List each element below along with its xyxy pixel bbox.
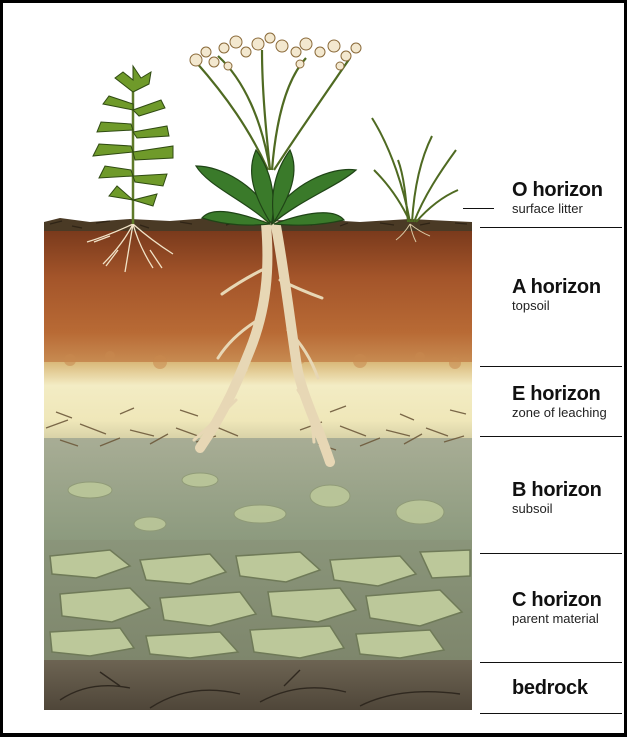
o-horizon-leader-line [463, 208, 494, 209]
a-horizon-description: topsoil [512, 299, 601, 312]
c-horizon-label: C horizon parent material [512, 590, 602, 625]
c-horizon-title: C horizon [512, 590, 602, 610]
e-horizon-layer [44, 362, 472, 440]
c-horizon-description: parent material [512, 612, 602, 625]
middle-plant [190, 33, 361, 225]
a-e-boundary-line [480, 366, 622, 367]
o-horizon-description: surface litter [512, 202, 603, 215]
b-c-boundary-line [480, 553, 622, 554]
o-a-boundary-line [480, 227, 622, 228]
b-horizon-description: subsoil [512, 502, 602, 515]
b-horizon-title: B horizon [512, 480, 602, 500]
e-horizon-description: zone of leaching [512, 406, 607, 419]
o-horizon-title: O horizon [512, 180, 603, 200]
a-horizon-label: A horizon topsoil [512, 277, 601, 312]
left-plant [93, 66, 173, 224]
right-grass [372, 118, 458, 222]
e-horizon-label: E horizon zone of leaching [512, 384, 607, 419]
e-b-boundary-line [480, 436, 622, 437]
c-bedrock-boundary-line [480, 662, 622, 663]
bedrock-bottom-line [480, 713, 622, 714]
e-horizon-title: E horizon [512, 384, 607, 404]
bedrock-layer [44, 660, 472, 710]
bedrock-title: bedrock [512, 678, 588, 698]
a-horizon-title: A horizon [512, 277, 601, 297]
o-horizon-label: O horizon surface litter [512, 180, 603, 215]
bedrock-label: bedrock [512, 678, 588, 698]
a-horizon-layer [44, 231, 472, 366]
b-horizon-label: B horizon subsoil [512, 480, 602, 515]
